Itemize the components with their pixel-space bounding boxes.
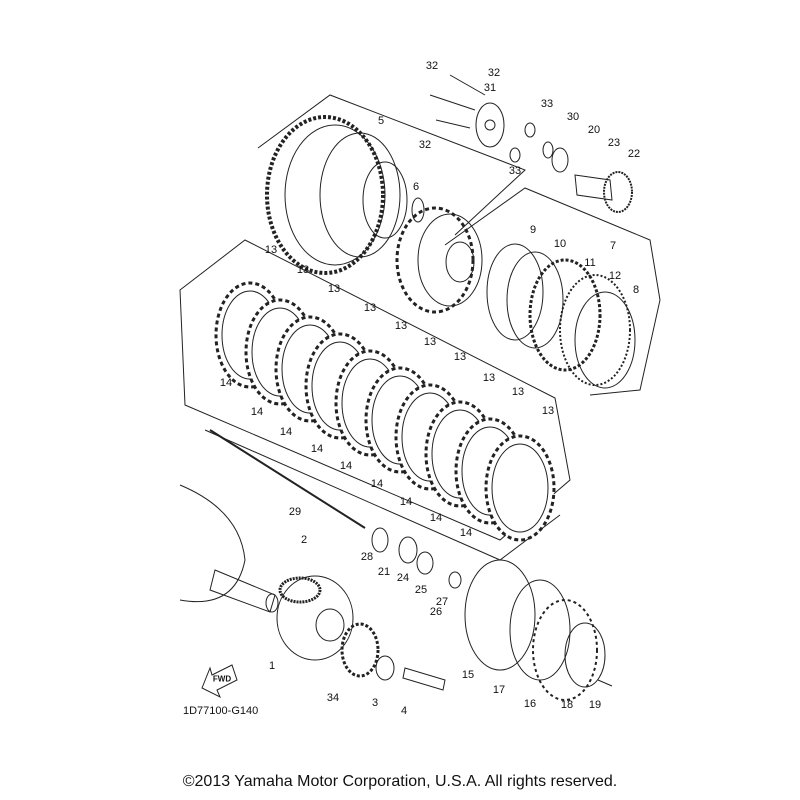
callout-6: 6 — [412, 181, 420, 193]
callout-14: 14 — [339, 460, 353, 472]
callout-18: 18 — [560, 699, 574, 711]
callout-16: 16 — [523, 698, 537, 710]
plates-box-outline — [179, 239, 571, 541]
friction-plates — [214, 281, 556, 542]
clutch-boss — [395, 206, 483, 314]
callout-28: 28 — [360, 551, 374, 563]
callout-34: 34 — [326, 692, 340, 704]
callout-33: 33 — [540, 98, 554, 110]
primary-drive-gear — [276, 575, 354, 661]
plates-set-right — [486, 243, 636, 389]
starter-clutch — [464, 559, 606, 701]
callout-23: 23 — [607, 137, 621, 149]
callout-10: 10 — [553, 238, 567, 250]
callout-11: 11 — [584, 257, 596, 269]
callout-13: 13 — [296, 264, 310, 276]
callout-13: 13 — [394, 320, 408, 332]
clutch-housing — [265, 115, 408, 275]
callout-21: 21 — [377, 566, 391, 578]
callout-30: 30 — [566, 111, 580, 123]
nut-25 — [416, 551, 434, 575]
callout-14: 14 — [429, 512, 443, 524]
washer-21 — [371, 527, 389, 553]
callout-15: 15 — [461, 669, 475, 681]
callout-5: 5 — [377, 115, 385, 127]
callout-9: 9 — [529, 224, 537, 236]
callout-32: 32 — [487, 67, 501, 79]
callout-20: 20 — [587, 124, 601, 136]
bolt-26 — [448, 571, 462, 589]
callout-17: 17 — [492, 684, 506, 696]
callout-27: 27 — [435, 596, 449, 608]
washer-3 — [375, 655, 395, 681]
callout-13: 13 — [264, 244, 278, 256]
bolt-19 — [597, 679, 613, 687]
pressure-plate-top — [429, 74, 633, 213]
callout-13: 13 — [423, 336, 437, 348]
callout-26: 26 — [429, 606, 443, 618]
bearing-24 — [398, 536, 418, 564]
callout-25: 25 — [414, 584, 428, 596]
sprocket-34 — [340, 622, 380, 678]
callout-33: 33 — [508, 165, 522, 177]
crankshaft — [179, 484, 279, 613]
callout-3: 3 — [371, 697, 379, 709]
callout-1: 1 — [268, 660, 276, 672]
fwd-arrow-icon — [201, 664, 238, 699]
diagram-code: 1D77100-G140 — [183, 705, 259, 717]
callout-14: 14 — [219, 377, 233, 389]
callout-12: 12 — [608, 270, 622, 282]
callout-24: 24 — [396, 572, 410, 584]
callout-14: 14 — [459, 527, 473, 539]
callout-32: 32 — [425, 60, 439, 72]
copyright-footer: ©2013 Yamaha Motor Corporation, U.S.A. A… — [182, 773, 618, 790]
callout-7: 7 — [609, 240, 617, 252]
callout-14: 14 — [370, 478, 384, 490]
callout-13: 13 — [327, 283, 341, 295]
callout-13: 13 — [453, 351, 467, 363]
hub-box-outline — [444, 187, 661, 396]
callout-19: 19 — [588, 699, 602, 711]
callout-13: 13 — [541, 405, 555, 417]
push-rod — [209, 429, 366, 529]
callout-22: 22 — [627, 148, 641, 160]
callout-8: 8 — [632, 284, 640, 296]
callout-4: 4 — [400, 705, 408, 717]
callout-32: 32 — [418, 139, 432, 151]
washer-6 — [411, 197, 425, 223]
callout-13: 13 — [482, 372, 496, 384]
callout-14: 14 — [279, 426, 293, 438]
callout-14: 14 — [399, 496, 413, 508]
fwd-label: FWD — [212, 674, 232, 684]
callout-14: 14 — [250, 406, 264, 418]
callout-13: 13 — [363, 302, 377, 314]
callout-13: 13 — [511, 386, 525, 398]
callout-31: 31 — [483, 82, 497, 94]
friction-plate — [491, 443, 549, 533]
callout-29: 29 — [288, 506, 302, 518]
callout-2: 2 — [300, 534, 308, 546]
outer-box-outline — [257, 94, 526, 236]
bolt-4 — [402, 667, 446, 691]
callout-14: 14 — [310, 443, 324, 455]
